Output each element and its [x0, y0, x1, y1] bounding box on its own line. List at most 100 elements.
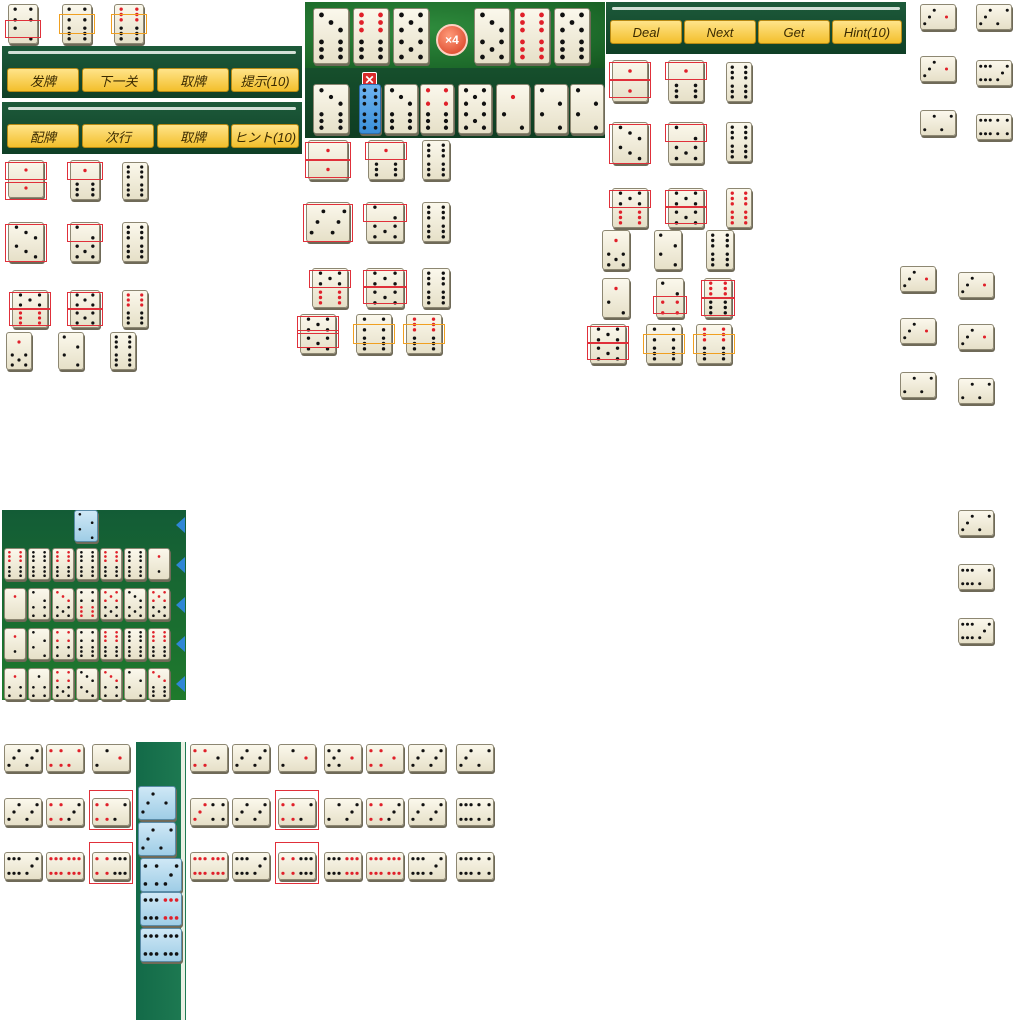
domino-tile[interactable] [656, 278, 684, 318]
domino-tile[interactable] [324, 744, 362, 772]
domino-tile[interactable] [976, 60, 1012, 86]
domino-tile[interactable] [138, 822, 176, 856]
domino-tile[interactable] [366, 744, 404, 772]
domino-tile[interactable] [422, 202, 450, 242]
domino-tile[interactable] [393, 8, 429, 64]
domino-tile[interactable] [4, 852, 42, 880]
next-button-cn[interactable]: 下一关 [82, 68, 154, 92]
domino-tile[interactable] [4, 548, 26, 580]
domino-tile[interactable] [92, 852, 130, 880]
domino-tile[interactable] [46, 798, 84, 826]
domino-tile[interactable] [8, 4, 38, 44]
domino-tile[interactable] [353, 8, 389, 64]
domino-tile[interactable] [602, 278, 630, 318]
domino-tile[interactable] [138, 786, 176, 820]
domino-tile[interactable] [46, 852, 84, 880]
domino-tile[interactable] [52, 628, 74, 660]
domino-tile[interactable] [92, 798, 130, 826]
domino-tile[interactable] [408, 852, 446, 880]
domino-tile[interactable] [190, 798, 228, 826]
get-button-en[interactable]: Get [758, 20, 830, 44]
left-arrow-icon[interactable] [176, 676, 185, 692]
domino-tile[interactable] [124, 628, 146, 660]
domino-tile[interactable] [366, 268, 404, 308]
domino-tile[interactable] [100, 588, 122, 620]
domino-tile[interactable] [100, 548, 122, 580]
domino-tile[interactable] [140, 928, 182, 962]
domino-tile[interactable] [190, 852, 228, 880]
domino-tile[interactable] [958, 510, 994, 536]
domino-tile[interactable] [384, 84, 418, 134]
domino-tile[interactable] [976, 4, 1012, 30]
domino-tile[interactable] [602, 230, 630, 270]
domino-tile[interactable] [52, 668, 74, 700]
domino-tile[interactable] [514, 8, 550, 64]
domino-tile[interactable] [122, 290, 148, 328]
domino-tile[interactable] [612, 60, 648, 102]
domino-tile[interactable] [474, 8, 510, 64]
domino-tile[interactable] [668, 188, 704, 228]
domino-tile[interactable] [124, 588, 146, 620]
domino-tile[interactable] [313, 8, 349, 64]
domino-tile[interactable] [900, 266, 936, 292]
domino-tile[interactable] [920, 56, 956, 82]
domino-tile[interactable] [420, 84, 454, 134]
deal-button-en[interactable]: Deal [610, 20, 682, 44]
domino-tile[interactable] [92, 744, 130, 772]
domino-tile[interactable] [70, 160, 100, 200]
domino-tile[interactable] [4, 628, 26, 660]
domino-tile[interactable] [76, 628, 98, 660]
next-button-jp[interactable]: 次行 [82, 124, 154, 148]
domino-tile[interactable] [324, 798, 362, 826]
domino-tile[interactable] [12, 290, 48, 328]
domino-tile[interactable] [148, 548, 170, 580]
domino-tile[interactable] [28, 588, 50, 620]
domino-tile[interactable] [278, 744, 316, 772]
domino-tile[interactable] [668, 60, 704, 102]
left-arrow-icon[interactable] [176, 517, 185, 533]
domino-tile[interactable] [612, 122, 648, 164]
left-arrow-icon[interactable] [176, 636, 185, 652]
domino-tile[interactable] [408, 798, 446, 826]
domino-tile[interactable] [313, 84, 349, 134]
domino-tile[interactable] [28, 668, 50, 700]
domino-tile[interactable] [976, 114, 1012, 140]
domino-tile[interactable] [306, 202, 350, 242]
domino-tile[interactable] [456, 744, 494, 772]
domino-tile[interactable] [28, 628, 50, 660]
domino-tile[interactable] [140, 858, 182, 892]
domino-tile[interactable] [52, 588, 74, 620]
domino-tile[interactable] [76, 588, 98, 620]
domino-tile[interactable] [900, 318, 936, 344]
domino-tile[interactable] [8, 160, 44, 198]
domino-tile[interactable] [148, 588, 170, 620]
domino-tile[interactable] [148, 668, 170, 700]
domino-tile[interactable] [312, 268, 348, 308]
domino-tile[interactable] [70, 222, 100, 262]
domino-tile[interactable] [4, 798, 42, 826]
deal-button-cn[interactable]: 发牌 [7, 68, 79, 92]
domino-tile[interactable] [422, 268, 450, 308]
domino-tile[interactable] [124, 668, 146, 700]
selected-domino-tile[interactable] [359, 84, 381, 134]
domino-tile[interactable] [278, 852, 316, 880]
domino-tile[interactable] [232, 852, 270, 880]
domino-tile[interactable] [458, 84, 492, 134]
domino-tile[interactable] [300, 314, 336, 354]
domino-tile[interactable] [46, 744, 84, 772]
domino-tile[interactable] [696, 324, 732, 364]
domino-tile[interactable] [8, 222, 44, 262]
hint-button-cn[interactable]: 提示(10) [231, 68, 299, 92]
domino-tile[interactable] [920, 110, 956, 136]
domino-tile[interactable] [590, 324, 626, 364]
domino-tile[interactable] [570, 84, 604, 134]
domino-tile[interactable] [706, 230, 734, 270]
domino-tile[interactable] [920, 4, 956, 30]
domino-tile[interactable] [4, 588, 26, 620]
left-arrow-icon[interactable] [176, 597, 185, 613]
domino-tile[interactable] [28, 548, 50, 580]
domino-tile[interactable] [100, 668, 122, 700]
hint-button-jp[interactable]: ヒント(10) [231, 124, 299, 148]
domino-tile[interactable] [408, 744, 446, 772]
domino-tile[interactable] [958, 324, 994, 350]
